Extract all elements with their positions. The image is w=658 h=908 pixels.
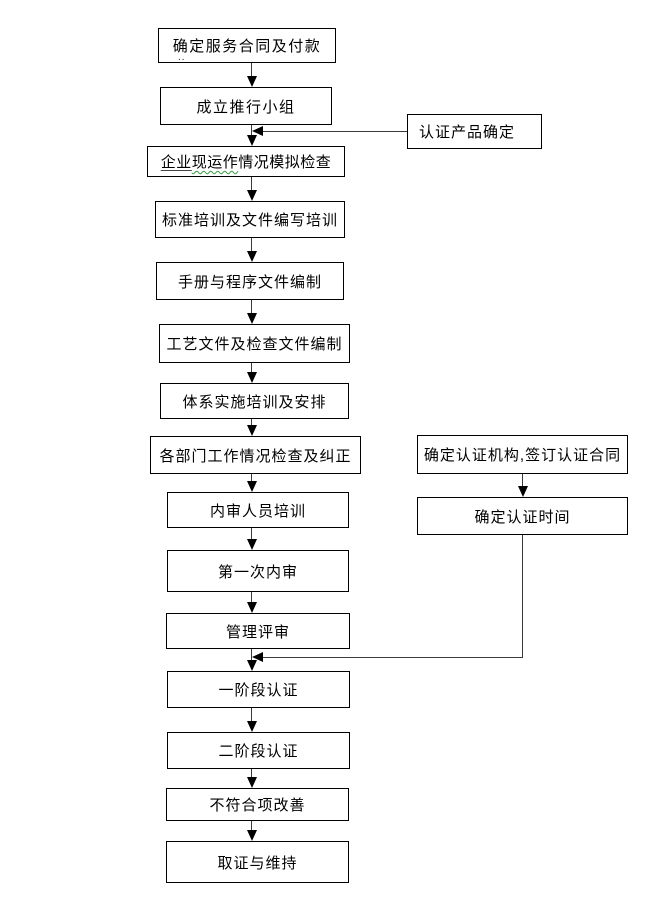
node-label: 确定服务合同及付款 [172, 38, 322, 55]
arrowhead-down-n14 [247, 777, 257, 788]
node-label: 一阶段认证 [218, 682, 299, 699]
arrowhead-down-n3 [247, 135, 257, 146]
node-label-rest: 情况模拟检查 [238, 154, 332, 171]
flow-node-system-implementation-training: 体系实施培训及安排 [160, 383, 349, 419]
flow-node-stage1-certification: 一阶段认证 [167, 671, 350, 708]
flow-node-simulated-current-operation-check: 企业现运作情况模拟检查 [147, 146, 345, 177]
arrowhead-down-n5 [247, 251, 257, 262]
flow-node-standard-and-doc-writing-training: 标准培训及文件编写培训 [155, 201, 345, 238]
connector-n8-n9 [251, 474, 252, 482]
flow-node-internal-auditor-training: 内审人员培训 [167, 492, 349, 528]
connector-n10-n11 [251, 592, 252, 603]
node-label: 企业现运作情况模拟检查 [161, 151, 332, 172]
underlined-text: 企业 [160, 154, 192, 171]
arrowhead-left-s1 [252, 126, 263, 136]
connector-n13-n14 [251, 769, 252, 777]
flow-node-form-implementation-team: 成立推行小组 [160, 87, 332, 125]
node-label: 管理评审 [225, 623, 290, 641]
flow-node-process-inspection-doc-preparation: 工艺文件及检查文件编制 [159, 324, 350, 363]
arrowhead-down-n11 [247, 602, 257, 613]
connector-s3-to-mainline [263, 657, 523, 658]
node-label: 工艺文件及检查文件编制 [166, 336, 343, 353]
arrowhead-down-n8 [247, 425, 257, 436]
connector-s3-down [522, 535, 523, 658]
node-label: 体系实施培训及安排 [182, 393, 327, 411]
flow-node-first-internal-audit: 第一次内审 [167, 550, 349, 592]
arrowhead-down-n13 [247, 721, 257, 732]
node-label: 取证与维持 [217, 854, 298, 872]
connector-n3-n4 [251, 177, 252, 191]
connector-n12-n13 [251, 708, 252, 721]
flow-node-select-certification-body-sign-contract: 确定认证机构,签订认证合同 [417, 435, 628, 474]
node-label: 不符合项改善 [209, 797, 306, 814]
connector-s1-to-mainline [263, 131, 407, 132]
connector-s2-s3 [522, 474, 523, 487]
flow-node-department-work-check-correction: 各部门工作情况检查及纠正 [150, 436, 361, 474]
arrowhead-down-n4 [247, 190, 257, 201]
node-label: 确定认证机构,签订认证合同 [423, 447, 622, 464]
node-label: 第一次内审 [217, 563, 298, 581]
arrowhead-down-n10 [247, 539, 257, 550]
node-label: 各部门工作情况检查及纠正 [159, 447, 352, 465]
flow-node-certification-product-determined: 认证产品确定 [407, 114, 542, 149]
spellcheck-wavy-text: 现运作 [191, 154, 239, 171]
connector-n6-n7 [251, 363, 252, 373]
connector-n9-n10 [251, 528, 252, 540]
flow-node-management-review: 管理评审 [166, 613, 350, 649]
node-label: 二阶段认证 [218, 743, 299, 760]
connector-n11-n12 [251, 649, 252, 661]
connector-n14-n15 [251, 821, 252, 830]
flow-node-confirm-certification-time: 确定认证时间 [417, 497, 628, 535]
connector-n2-n3 [251, 125, 252, 137]
arrowhead-down-n12 [247, 660, 257, 671]
arrowhead-down-n9 [247, 481, 257, 492]
flow-node-manual-procedure-doc-preparation: 手册与程序文件编制 [156, 262, 344, 300]
arrowhead-down-s3 [518, 486, 528, 497]
arrowhead-down-n2 [247, 76, 257, 87]
node-label: 认证产品确定 [419, 124, 516, 141]
flow-node-confirm-service-contract-payment: 确定服务合同及付款 .. [158, 28, 336, 63]
arrowhead-left-s3 [252, 652, 263, 662]
arrowhead-down-n15 [247, 830, 257, 841]
connector-n1-n2 [251, 63, 252, 77]
flow-node-stage2-certification: 二阶段认证 [167, 732, 350, 769]
node-label: 标准培训及文件编写培训 [161, 212, 338, 229]
node-label: 确定认证时间 [474, 508, 571, 526]
connector-n4-n5 [251, 238, 252, 252]
flow-node-certificate-obtain-maintain: 取证与维持 [166, 841, 349, 883]
connector-n5-n6 [251, 300, 252, 314]
node-label: 手册与程序文件编制 [177, 273, 322, 291]
arrowhead-down-n6 [247, 313, 257, 324]
spellcheck-marker: .. [178, 52, 186, 63]
flow-node-nonconformity-improvement: 不符合项改善 [166, 788, 349, 821]
node-label: 内审人员培训 [209, 502, 306, 520]
arrowhead-down-n7 [247, 372, 257, 383]
node-label: 成立推行小组 [196, 98, 296, 116]
connector-n7-n8 [251, 419, 252, 426]
